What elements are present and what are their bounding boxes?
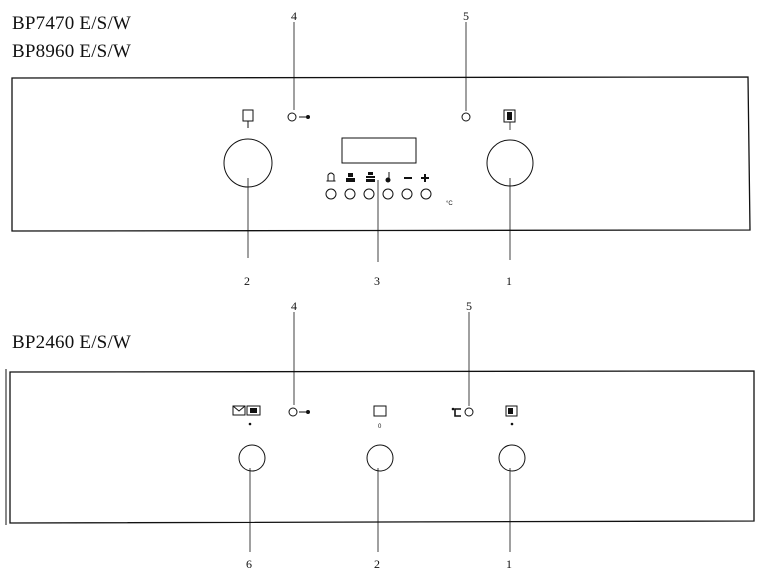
bottom-control-panel: 0 4 5 6 2 1 — [5, 299, 755, 571]
model-label-bp7470: BP7470 E/S/W — [12, 13, 132, 34]
child-lock-light — [288, 407, 298, 417]
model-label-bp8960: BP8960 E/S/W — [12, 41, 132, 62]
end-time-button[interactable] — [363, 188, 375, 200]
temperature-symbol-icon — [451, 407, 461, 417]
oven-function-knob[interactable] — [366, 444, 394, 472]
cooking-time-button[interactable] — [344, 188, 356, 200]
plus-icon — [421, 174, 429, 182]
thermostat-symbol-icon — [503, 109, 516, 123]
function-selector-symbol-icon — [242, 109, 254, 128]
callout-number: 2 — [244, 274, 250, 288]
pointer-mark: 0 — [378, 424, 382, 430]
cooking-time-icon — [346, 173, 355, 182]
bottom-panel-outline — [9, 370, 755, 524]
callout-number: 5 — [463, 9, 469, 23]
callout-number: 3 — [374, 274, 380, 288]
callout-number: 2 — [374, 557, 380, 571]
top-panel-outline — [11, 76, 751, 232]
bell-icon — [326, 172, 336, 182]
plus-button[interactable] — [420, 188, 432, 200]
grill-selector-knob[interactable] — [238, 444, 266, 472]
callout-number: 4 — [291, 9, 297, 23]
knob-dot-marker — [248, 422, 252, 426]
temperature-indicator-light — [461, 112, 471, 122]
callout-number: 6 — [246, 557, 252, 571]
temperature-unit-label: °C — [446, 201, 453, 207]
temperature-button[interactable] — [382, 188, 394, 200]
key-icon — [299, 410, 310, 414]
minus-button[interactable] — [401, 188, 413, 200]
end-time-icon — [366, 172, 375, 182]
oven-function-symbol-icon — [373, 405, 387, 417]
child-lock-light — [287, 112, 297, 122]
grill-symbol-icon — [232, 405, 261, 416]
model-label-bp2460: BP2460 E/S/W — [12, 332, 132, 353]
thermostat-symbol-icon — [505, 405, 518, 417]
electronic-clock-display — [341, 137, 417, 164]
key-icon — [299, 115, 310, 119]
callout-number: 1 — [506, 557, 512, 571]
callout-number: 5 — [466, 299, 472, 313]
top-control-panel: °C 4 5 2 3 1 — [11, 9, 751, 288]
knob-dot-marker — [510, 422, 514, 426]
callout-number: 4 — [291, 299, 297, 313]
callout-number: 1 — [506, 274, 512, 288]
timer-button[interactable] — [325, 188, 337, 200]
temperature-indicator-light — [464, 407, 474, 417]
thermometer-icon — [385, 172, 391, 183]
thermostat-knob[interactable] — [498, 444, 526, 472]
